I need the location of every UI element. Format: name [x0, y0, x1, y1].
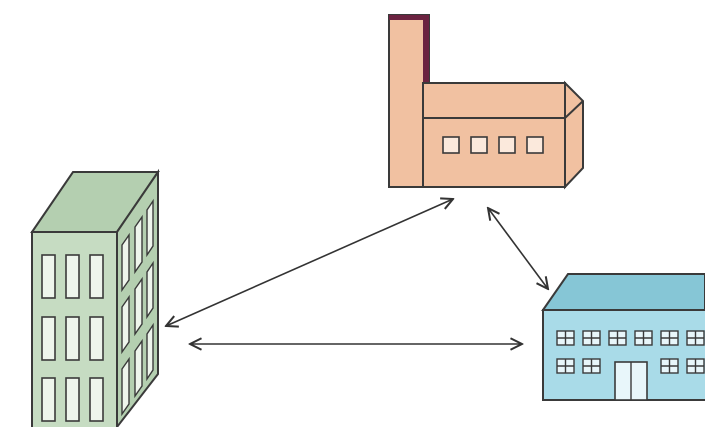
window	[556, 330, 575, 346]
window	[686, 358, 705, 374]
window	[634, 330, 653, 346]
arrow-green-tower-factory	[166, 199, 453, 326]
window	[686, 330, 705, 346]
arrow-factory-blue-building	[488, 208, 548, 289]
window	[556, 358, 575, 374]
factory-icon	[388, 14, 584, 190]
window	[660, 330, 679, 346]
window	[582, 330, 601, 346]
school-building-icon	[541, 273, 705, 401]
connector-group	[166, 199, 548, 344]
window	[582, 358, 601, 374]
office-tower-icon	[30, 168, 160, 427]
window	[660, 358, 679, 374]
window	[608, 330, 627, 346]
